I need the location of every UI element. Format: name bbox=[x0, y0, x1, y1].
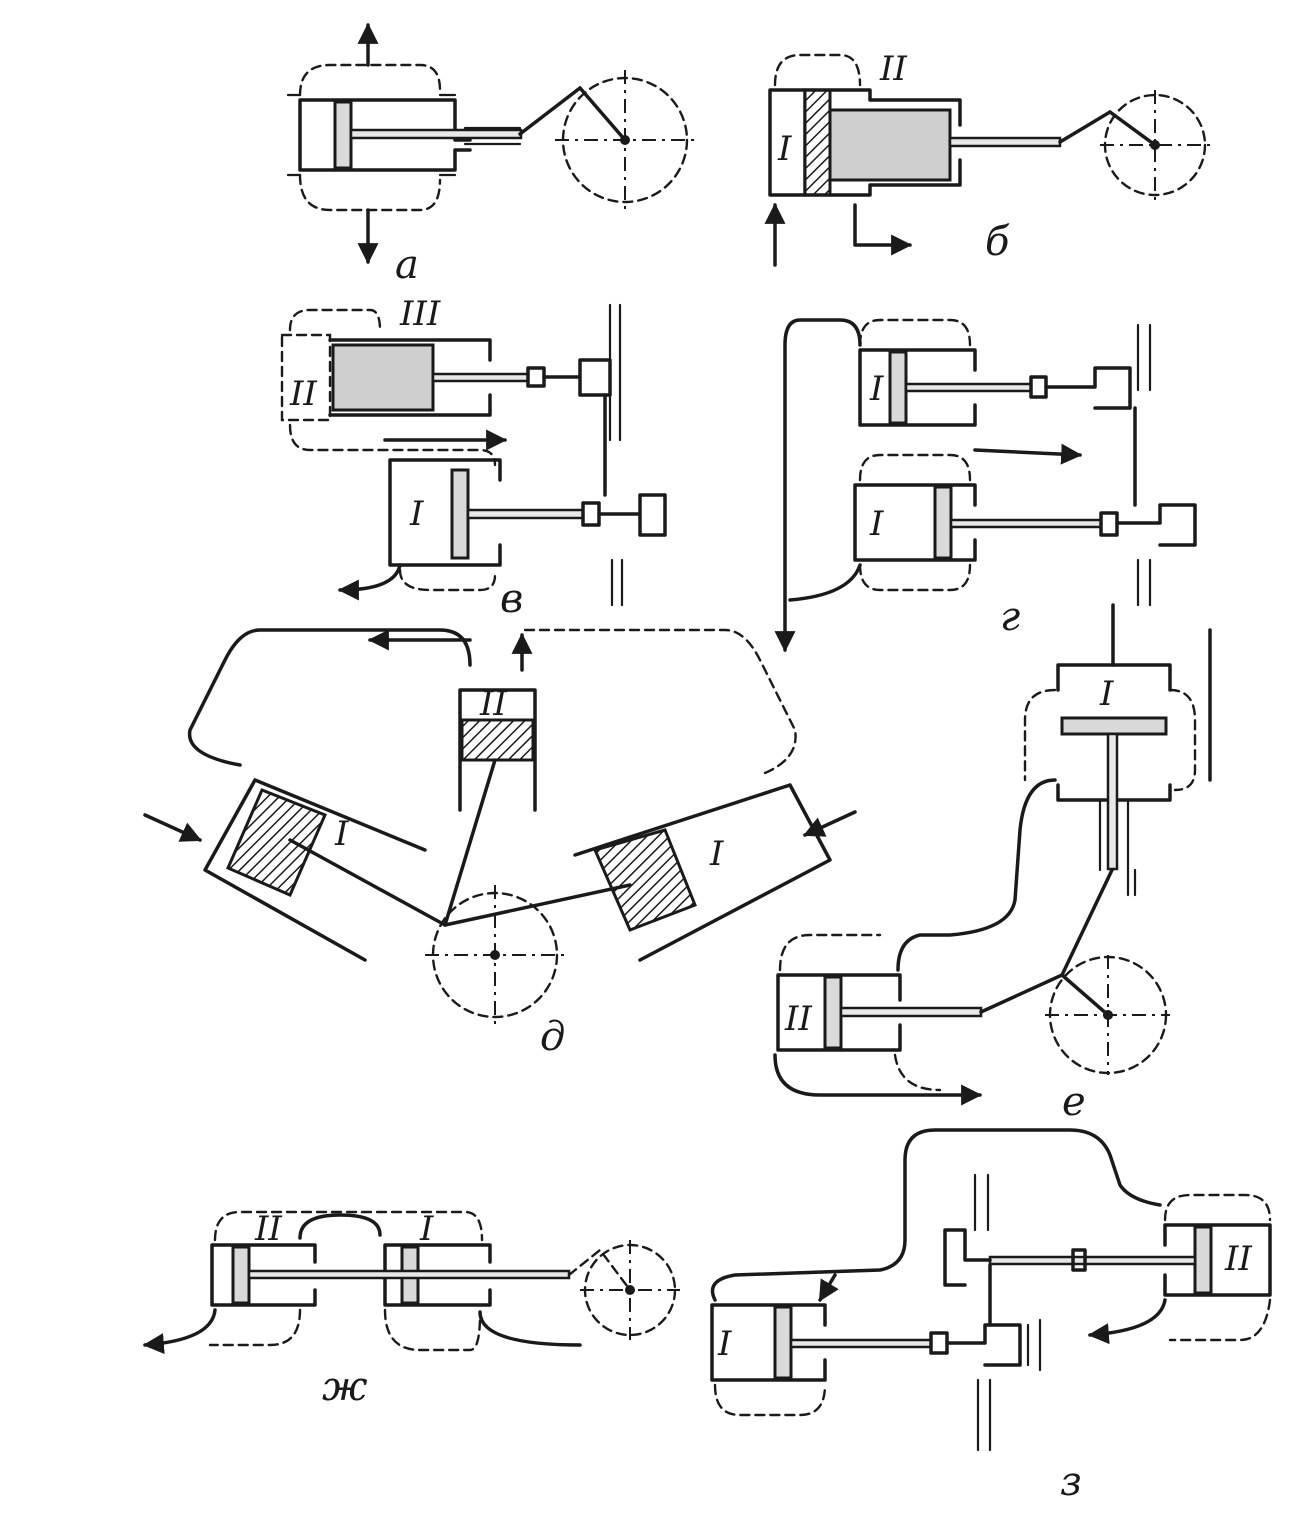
cylinder-label-I-bottom: I bbox=[869, 504, 884, 544]
panel-z: I II з bbox=[710, 1128, 1272, 1505]
piston-I bbox=[773, 1305, 793, 1380]
cylinder-label-I: I bbox=[1099, 674, 1114, 714]
cylinder-label-I-top: I bbox=[869, 369, 884, 409]
piston-II bbox=[1193, 1225, 1213, 1295]
panel-label-zh: ж bbox=[322, 1364, 368, 1410]
cylinder-label-I: I bbox=[717, 1324, 732, 1364]
piston-I-left bbox=[226, 788, 327, 897]
panel-label-b: б bbox=[985, 219, 1010, 265]
cylinder-label-II: II bbox=[479, 684, 507, 724]
panel-g: I I г bbox=[774, 318, 1197, 653]
cylinder-label-II: II bbox=[879, 49, 907, 89]
panel-zh: II I ж bbox=[142, 1209, 680, 1410]
cylinder-label-I: I bbox=[777, 129, 792, 169]
piston-II bbox=[231, 1245, 251, 1305]
cylinder-label-I: I bbox=[419, 1209, 434, 1249]
panel-b: I II б bbox=[764, 49, 1210, 267]
piston-stage-2 bbox=[828, 108, 952, 182]
cylinder-label-I: I bbox=[409, 494, 424, 534]
piston-II bbox=[460, 718, 535, 762]
piston-I-top bbox=[888, 350, 908, 425]
piston-II bbox=[823, 975, 843, 1050]
cylinder-label-II: II bbox=[289, 374, 317, 414]
panel-label-d: д bbox=[540, 1014, 565, 1060]
cylinder-label-II: II bbox=[784, 999, 812, 1039]
panel-label-a: а bbox=[395, 242, 419, 288]
piston-III bbox=[331, 343, 435, 412]
cylinder-label-I-left: I bbox=[334, 814, 349, 854]
panel-label-v: в bbox=[500, 576, 523, 622]
panel-e: I II е bbox=[773, 603, 1212, 1125]
piston-stage-1 bbox=[803, 88, 832, 197]
piston-I-right bbox=[592, 828, 697, 932]
piston-I bbox=[1060, 716, 1168, 736]
panel-label-g: г bbox=[1000, 594, 1020, 640]
piston-rod bbox=[349, 128, 523, 140]
cylinder-label-II: II bbox=[1224, 1239, 1252, 1279]
piston-I bbox=[450, 468, 470, 560]
cylinder-label-III: III bbox=[399, 294, 441, 334]
panel-a: а bbox=[286, 22, 695, 288]
cylinder-label-II: II bbox=[254, 1209, 282, 1249]
panel-v: II III I в bbox=[280, 294, 667, 622]
panel-label-z: з bbox=[1060, 1459, 1082, 1505]
piston bbox=[333, 100, 353, 170]
panel-d: II I I д bbox=[143, 628, 857, 1060]
piston-I-bottom bbox=[933, 485, 953, 560]
panel-label-e: е bbox=[1062, 1079, 1086, 1125]
cylinder-label-I-right: I bbox=[709, 834, 724, 874]
